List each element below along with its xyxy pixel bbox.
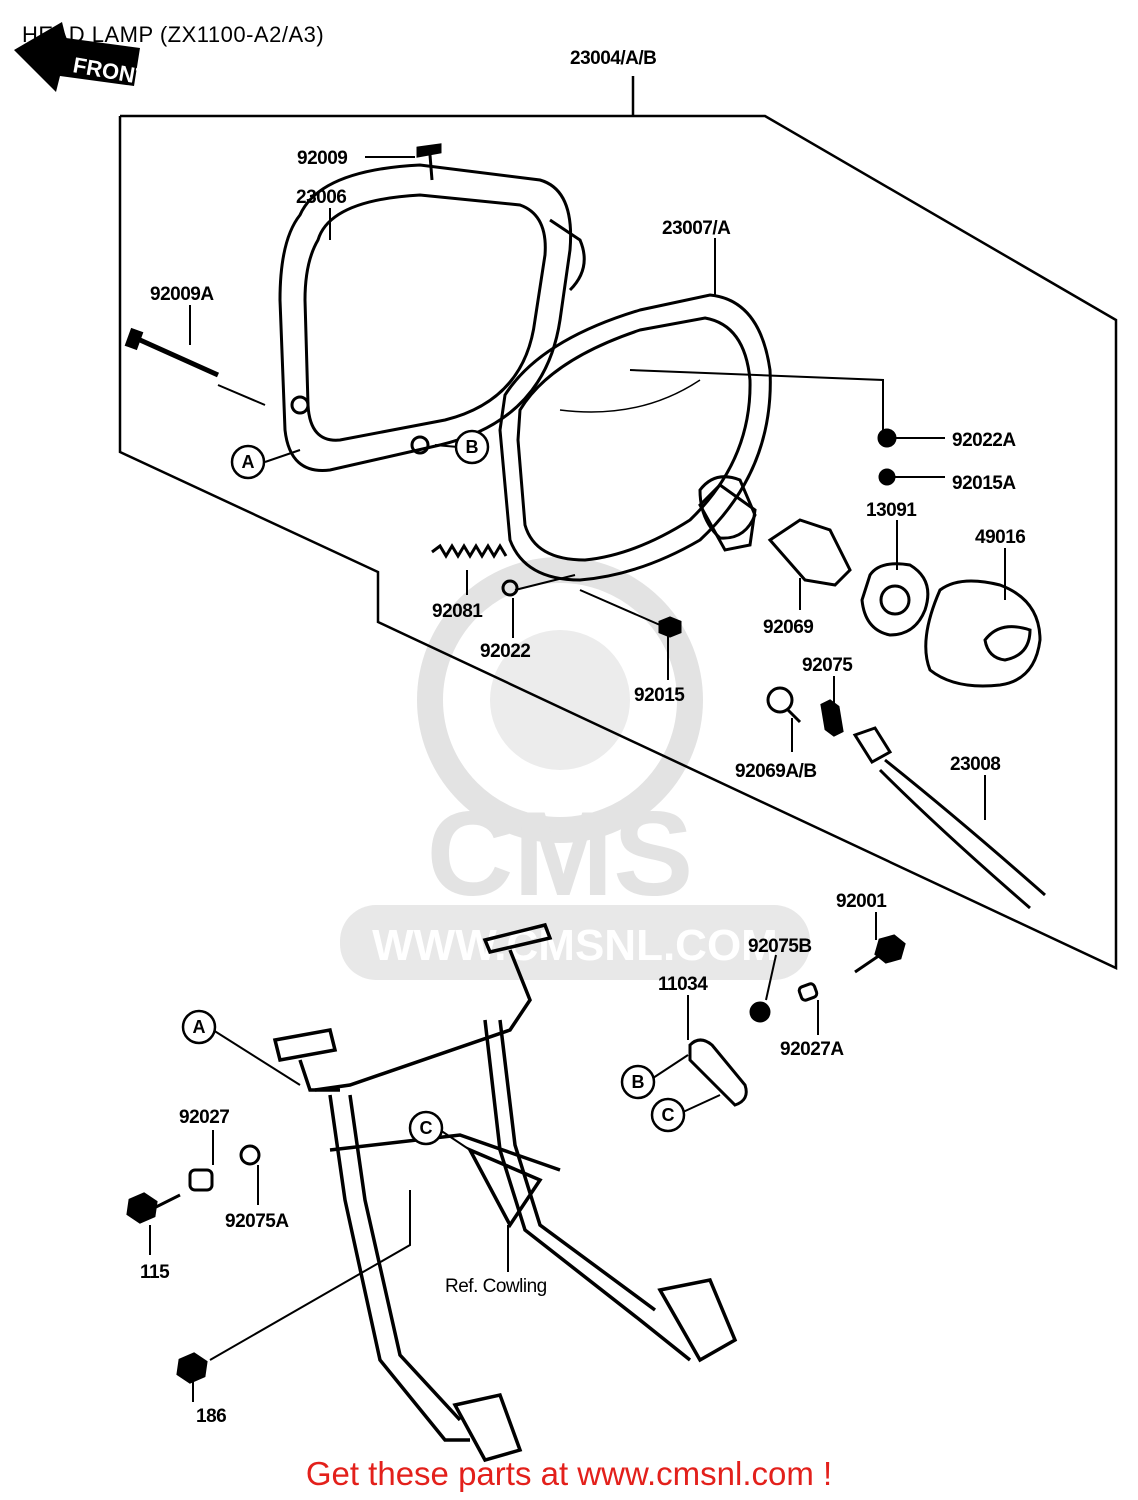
front-arrow-label: FRONT [71,52,151,90]
svg-text:C: C [420,1118,433,1138]
adjuster-screw [124,327,220,378]
position-lamp-assembly [766,686,1046,910]
part-label-92015A: 92015A [952,473,1016,494]
part-label-92009A: 92009A [150,284,214,305]
mount-fasteners [688,934,906,1107]
leader-lines [149,156,1006,1402]
dust-cover [924,579,1042,688]
part-label-92069: 92069 [763,617,813,638]
svg-text:A: A [193,1017,206,1037]
headlamp-stay [272,922,738,1463]
part-label-23004: 23004/A/B [570,48,656,69]
part-label-92022A: 92022A [952,430,1016,451]
ref-marker-a-lower: A [181,1009,217,1045]
part-label-23008: 23008 [950,754,1000,775]
part-label-92081: 92081 [432,601,483,622]
part-label-23007: 23007/A [662,218,731,239]
part-label-11034: 11034 [658,974,708,995]
part-label-92027: 92027 [179,1107,229,1128]
part-label-115: 115 [140,1262,170,1283]
part-label-186: 186 [196,1406,226,1427]
part-label-13091: 13091 [866,500,917,521]
part-label-92075A: 92075A [225,1211,289,1232]
rim-screw [416,143,442,181]
part-label-92009: 92009 [297,148,347,169]
bulb-socket [860,562,930,637]
cms-watermark: CMS WWW.CMSNL.COM [340,557,810,980]
ref-marker-b-upper: B [454,429,490,465]
assembly-outline [118,114,1118,970]
spring [431,543,508,559]
get-parts-link[interactable]: Get these parts at www.cmsnl.com ! [305,1455,833,1492]
headlamp-unit [498,293,772,582]
part-label-92069AB: 92069A/B [735,761,817,782]
ref-marker-b-lower: B [620,1064,656,1100]
part-label-92001: 92001 [836,891,887,912]
part-label-49016: 49016 [975,527,1025,548]
watermark-url: WWW.CMSNL.COM [372,921,778,970]
headlamp-rim [278,163,586,472]
part-label-92022: 92022 [480,641,530,662]
diagram-title: HEAD LAMP (ZX1100-A2/A3) [22,22,325,47]
ref-marker-c-lower: C [650,1097,686,1133]
stay-fasteners [126,1144,261,1384]
part-label-92015: 92015 [634,685,685,706]
svg-text:A: A [242,452,255,472]
headlamp-bulb [698,475,852,587]
part-label-ref-cowling: Ref. Cowling [445,1276,547,1297]
part-label-92075B: 92075B [748,936,812,957]
svg-text:B: B [466,437,479,457]
watermark-brand: CMS [427,787,694,921]
svg-text:C: C [662,1105,675,1125]
nuts-and-washers [501,428,897,638]
svg-text:B: B [632,1072,645,1092]
ref-marker-c-upper: C [408,1110,444,1146]
part-label-92027A: 92027A [780,1039,844,1060]
part-labels: 23004/A/B 92009 23006 23007/A 92009A 920… [140,48,1026,1427]
part-label-92075: 92075 [802,655,853,676]
reference-markers: A B A B C C [181,429,686,1146]
ref-marker-a-upper: A [230,444,266,480]
part-label-23006: 23006 [296,187,346,208]
